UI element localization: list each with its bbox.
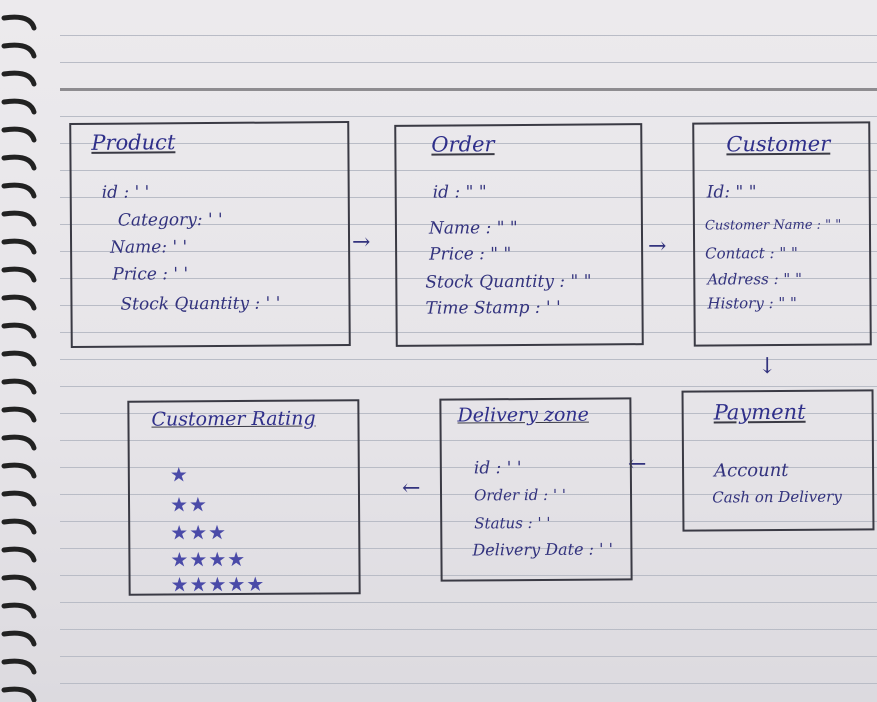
product-field-price: Price : ' ' xyxy=(112,264,189,285)
delivery-field-status: Status : ' ' xyxy=(474,513,551,533)
product-field-stock: Stock Quantity : ' ' xyxy=(120,293,281,315)
customer-entity: Customer Id: " " Customer Name : " " Con… xyxy=(692,121,872,347)
order-entity: Order id : " " Name : " " Price : " " St… xyxy=(394,123,644,347)
product-field-category: Category: ' ' xyxy=(117,209,223,231)
spiral-binding xyxy=(1,14,37,702)
order-field-timestamp: Time Stamp : ' ' xyxy=(425,297,561,319)
order-field-stock: Stock Quantity : " " xyxy=(425,271,592,293)
rating-title: Customer Rating xyxy=(151,407,316,431)
order-field-name: Name : " " xyxy=(428,218,518,239)
delivery-zone-entity: Delivery zone id : ' ' Order id : ' ' St… xyxy=(439,397,633,582)
rating-one-star: ★ xyxy=(169,462,189,487)
order-field-price: Price : " " xyxy=(429,244,512,265)
customer-title: Customer xyxy=(726,131,831,157)
rating-three-stars: ★★★ xyxy=(170,520,228,545)
payment-title: Payment xyxy=(713,399,806,425)
arrow-order-to-customer: → xyxy=(648,234,667,259)
customer-field-name: Customer Name : " " xyxy=(704,217,842,234)
delivery-field-date: Delivery Date : ' ' xyxy=(472,539,614,560)
payment-field-cod: Cash on Delivery xyxy=(712,487,842,507)
payment-entity: Payment Account Cash on Delivery xyxy=(681,389,875,532)
arrow-payment-to-delivery: ← xyxy=(628,452,647,477)
order-field-id: id : " " xyxy=(432,182,487,203)
delivery-title: Delivery zone xyxy=(457,403,589,427)
customer-field-id: Id: " " xyxy=(706,182,757,203)
customer-rating-entity: Customer Rating ★ ★★ ★★★ ★★★★ ★★★★★ xyxy=(127,399,361,597)
payment-field-account: Account xyxy=(713,459,789,482)
arrow-product-to-order: → xyxy=(352,230,371,255)
customer-field-address: Address : " " xyxy=(707,269,803,289)
rating-five-stars: ★★★★★ xyxy=(170,571,266,597)
product-title: Product xyxy=(91,130,176,155)
product-field-name: Name: ' ' xyxy=(110,237,188,258)
rating-two-stars: ★★ xyxy=(169,492,208,517)
arrow-customer-to-payment: ↓ xyxy=(758,354,777,379)
product-entity: Product id : ' ' Category: ' ' Name: ' '… xyxy=(69,121,351,348)
customer-field-contact: Contact : " " xyxy=(705,243,798,263)
delivery-field-orderid: Order id : ' ' xyxy=(473,485,566,505)
delivery-field-id: id : ' ' xyxy=(473,458,522,479)
rating-four-stars: ★★★★ xyxy=(170,546,247,572)
product-field-id: id : ' ' xyxy=(101,182,150,203)
customer-field-history: History : " " xyxy=(707,293,797,313)
arrow-delivery-to-rating: ← xyxy=(402,476,421,501)
order-title: Order xyxy=(431,132,495,157)
